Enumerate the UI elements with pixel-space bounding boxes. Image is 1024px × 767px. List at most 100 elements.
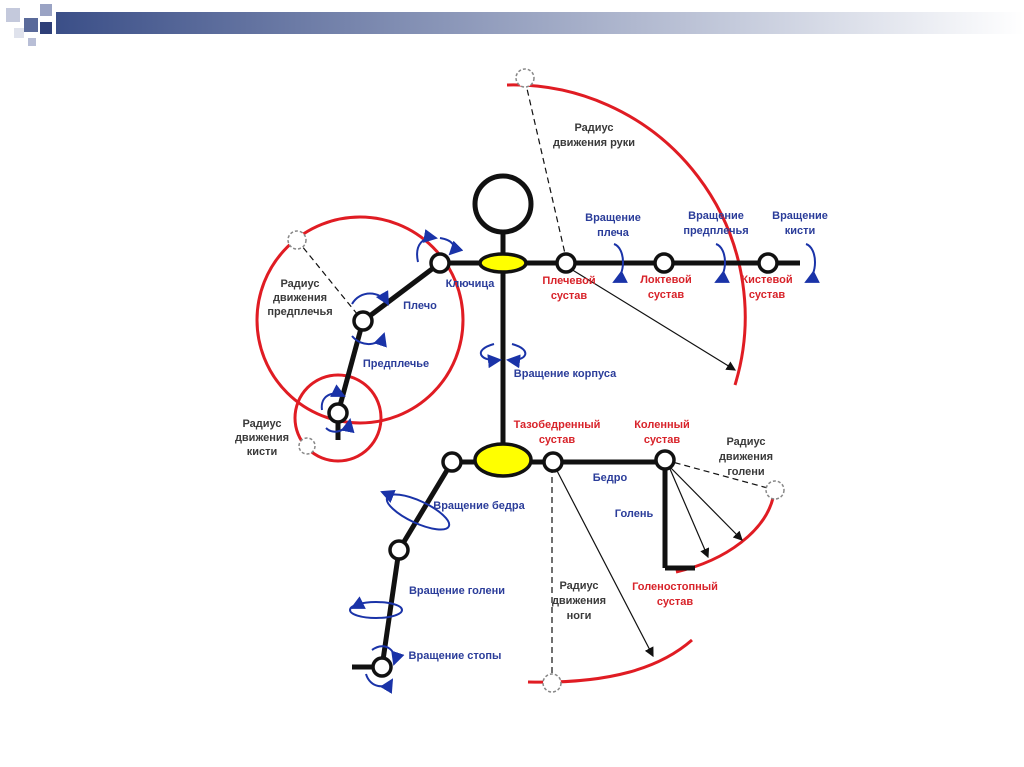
pelvis-joint: [473, 442, 533, 478]
left-knee-joint: [388, 539, 410, 561]
hand-radius-circle: [293, 373, 383, 463]
clavicle-joint: [429, 252, 451, 274]
head: [472, 173, 534, 235]
forearm-rotation-icon: [714, 243, 730, 283]
shin-radius-guide: [664, 459, 776, 491]
shin-radius-arrow: [666, 461, 710, 559]
hip-joint-label: Тазобедренный: [514, 419, 601, 431]
hip-rotation-label: Вращение бедра: [433, 500, 525, 512]
shin-radius-label: голени: [727, 466, 764, 478]
torso-rotation-icon: [506, 343, 527, 369]
radius-arrows: [553, 265, 743, 658]
shin-radius-end: [765, 480, 785, 500]
left-wrist-rotation-icon: [325, 418, 355, 434]
hip-rotation-icon: [385, 493, 451, 531]
ankle-joint-label: Голеностопный: [632, 581, 718, 593]
leg-radius-label: Радиус: [559, 580, 598, 592]
leg-radius-arrow: [553, 464, 654, 658]
header-square: [40, 22, 52, 34]
forearm-radius-label: предплечья: [267, 306, 332, 318]
forearm-label: Предплечье: [363, 358, 429, 370]
torso-rotation-label: Вращение корпуса: [514, 368, 617, 380]
shin-left: [379, 549, 402, 668]
thigh-label: Бедро: [593, 472, 628, 484]
header-gradient-bar: [56, 12, 1024, 34]
left-ankle-joint: [371, 656, 393, 678]
arm-radius-label: движения руки: [553, 137, 635, 149]
wrist-rotation-label: Вращение: [772, 210, 828, 222]
arm-radius-arrow: [565, 265, 737, 371]
shoulder-joint: [555, 252, 577, 274]
wrist-rotation-icon: [804, 243, 820, 283]
labels: Радиус движения руки Вращение плеча Вращ…: [235, 122, 828, 662]
hand-radius-label: движения: [235, 432, 289, 444]
shin-radius-label: движения: [719, 451, 773, 463]
shin-rotation-icon: [349, 601, 403, 619]
ankle-joint-label: сустав: [657, 596, 694, 608]
header-square: [40, 4, 52, 16]
shoulder-joint-label: сустав: [551, 290, 588, 302]
header-square: [14, 28, 24, 38]
forearm-left: [335, 320, 366, 414]
radius-end-markers: [287, 68, 785, 693]
shin-radius-arrow: [664, 461, 743, 541]
elbow-joint-label: сустав: [648, 289, 685, 301]
header-square: [24, 18, 38, 32]
shin-label: Голень: [615, 508, 654, 520]
shoulder-rotation-icon: [612, 243, 628, 283]
arm-radius-arc: [506, 83, 747, 386]
left-hip-joint: [441, 451, 463, 473]
foot-rotation-icon: [365, 673, 394, 694]
shoulder-rotation-label: плеча: [597, 227, 630, 239]
slide-header-decoration: [0, 0, 1024, 48]
knee-joint: [654, 449, 676, 471]
upper-arm-left: [361, 261, 442, 323]
joints: [327, 252, 779, 678]
forearm-radius-circle: [255, 215, 465, 425]
leg-radius-label: ноги: [567, 610, 592, 622]
left-wrist-joint: [327, 402, 349, 424]
thigh-left: [396, 460, 455, 552]
clavicle-rotation-arrow: [416, 229, 438, 263]
elbow-rotation-icon: [351, 332, 387, 348]
arm-radius-guide: [524, 79, 567, 259]
wrist-rotation-label: кисти: [785, 225, 816, 237]
hip-joint: [542, 451, 564, 473]
shin-rotation-label: Вращение голени: [409, 585, 505, 597]
forearm-radius-guide: [296, 239, 363, 321]
neck-joint: [478, 252, 528, 274]
hip-rotation-arrowhead: [380, 489, 396, 503]
elbow-joint-label: Локтевой: [640, 274, 692, 286]
shin-rotation-arrowhead: [350, 596, 366, 609]
arm-radius-end: [515, 68, 535, 88]
header-square: [28, 38, 36, 46]
wrist-joint: [757, 252, 779, 274]
left-wrist-rotation-icon: [320, 384, 346, 411]
wrist-joint-label: сустав: [749, 289, 786, 301]
forearm-radius-label: Радиус: [280, 278, 319, 290]
forearm-radius-label: движения: [273, 292, 327, 304]
elbow-rotation-icon: [351, 290, 389, 306]
torso-rotation-icon: [479, 343, 502, 369]
shin-radius-label: Радиус: [726, 436, 765, 448]
leg-radius-label: движения: [552, 595, 606, 607]
forearm-rotation-label: Вращение: [688, 210, 744, 222]
foot-rotation-label: Вращение стопы: [409, 650, 502, 662]
forearm-radius-end: [287, 230, 307, 250]
header-square: [6, 8, 20, 22]
clavicle-label: Ключица: [446, 278, 496, 290]
forearm-rotation-label: предплечья: [683, 225, 748, 237]
rotation-arrows: [320, 229, 820, 694]
foot-rotation-icon: [371, 645, 405, 666]
knee-joint-label: Коленный: [634, 419, 690, 431]
shoulder-joint-label: Плечевой: [542, 275, 595, 287]
hand-radius-label: кисти: [247, 446, 278, 458]
arm-radius-label: Радиус: [574, 122, 613, 134]
hand-radius-label: Радиус: [242, 418, 281, 430]
clavicle-rotation-arrow: [439, 237, 464, 256]
left-elbow-joint: [352, 310, 374, 332]
upper-arm-label: Плечо: [403, 300, 437, 312]
hip-joint-label: сустав: [539, 434, 576, 446]
shoulder-rotation-label: Вращение: [585, 212, 641, 224]
